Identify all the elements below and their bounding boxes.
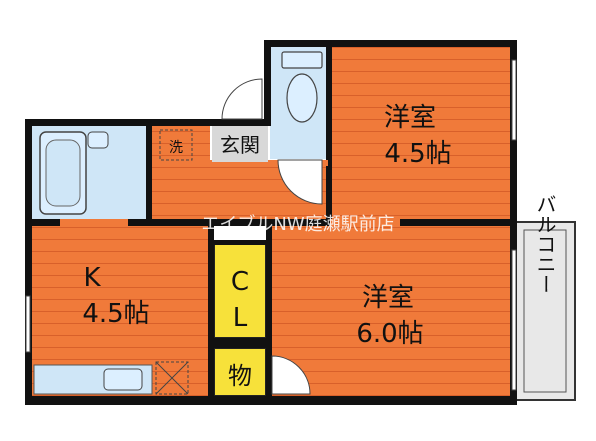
door-swing-entrance	[221, 78, 263, 120]
laundry-space	[159, 129, 193, 161]
closet-l-label: L	[233, 303, 248, 333]
kitchen-name: K	[83, 263, 101, 293]
kitchen-size: 4.5帖	[82, 299, 149, 329]
watermark: エイブルNW庭瀬駅前店	[201, 213, 394, 235]
entrance-area	[212, 126, 268, 162]
bedroom-top-size: 4.5帖	[384, 139, 451, 169]
washbasin	[87, 131, 109, 149]
balcony-label: バルコニー	[533, 194, 557, 294]
bathtub-inner	[45, 139, 81, 207]
entrance-label: 玄関	[220, 133, 260, 157]
walls	[25, 40, 517, 405]
bedroom-top-name: 洋室	[384, 103, 436, 133]
fridge-cross-2	[155, 361, 189, 395]
storage-label: 物	[228, 362, 252, 390]
closet-c-label: C	[231, 267, 249, 297]
windows	[25, 59, 517, 391]
kitchen-sink	[103, 368, 143, 391]
laundry-label: 洗	[169, 140, 183, 156]
door-gap-2	[330, 219, 400, 226]
door-swing-storage	[271, 355, 311, 395]
toilet-bowl	[286, 73, 318, 123]
door-gap-1	[60, 219, 128, 226]
bedroom-bottom-size: 6.0帖	[356, 319, 423, 349]
bedroom-top-floor	[332, 47, 510, 222]
fridge-space	[155, 361, 189, 395]
bedroom-bottom-name: 洋室	[362, 283, 414, 313]
laundry-floor	[152, 126, 210, 162]
toilet-tank	[281, 51, 323, 69]
door-swing-toilet	[277, 159, 323, 205]
balcony-inner	[523, 229, 567, 393]
bedroom-bottom-floor	[270, 226, 510, 396]
